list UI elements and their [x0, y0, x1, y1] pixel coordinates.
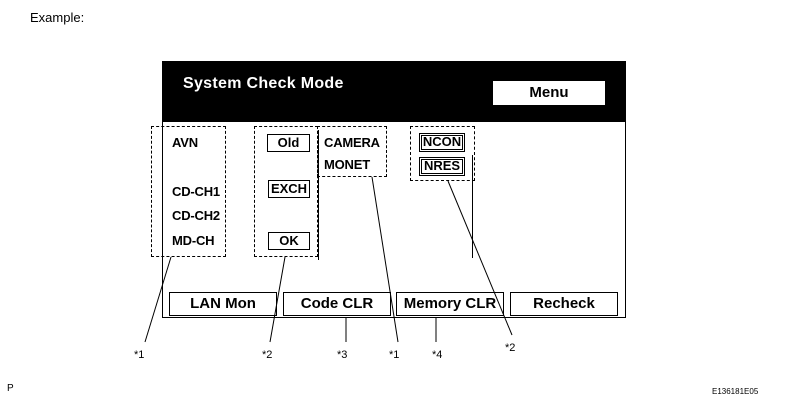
memory-clr-button[interactable]: Memory CLR [396, 292, 504, 316]
callout-frame-3 [317, 126, 387, 177]
callout-frame-2 [254, 126, 318, 257]
callout-frame-4 [410, 126, 475, 181]
menu-button[interactable]: Menu [493, 81, 605, 105]
callout-label: *4 [432, 349, 443, 361]
callout-label: *1 [389, 349, 400, 361]
nres-button[interactable]: NRES [419, 157, 465, 176]
corner-mark-left: P [7, 383, 14, 394]
callout-label: *2 [262, 349, 273, 361]
callout-label: *2 [505, 342, 516, 354]
title-bar: System Check Mode Menu [163, 62, 625, 122]
lan-mon-button[interactable]: LAN Mon [169, 292, 277, 316]
monet-label: MONET [324, 157, 370, 172]
callout-frame-1 [151, 126, 226, 257]
recheck-button[interactable]: Recheck [510, 292, 618, 316]
ncon-button[interactable]: NCON [419, 133, 465, 152]
callout-label: *1 [134, 349, 145, 361]
md-ch-label: MD-CH [172, 233, 215, 248]
cd-ch1-label: CD-CH1 [172, 184, 220, 199]
example-caption: Example: [30, 10, 85, 25]
right-divider [472, 155, 473, 258]
callout-label: *3 [337, 349, 348, 361]
old-button[interactable]: Old [267, 134, 310, 152]
column-divider [318, 130, 319, 260]
cd-ch2-label: CD-CH2 [172, 208, 220, 223]
exch-button[interactable]: EXCH [268, 180, 310, 198]
screen-title: System Check Mode [183, 75, 344, 92]
avn-label: AVN [172, 135, 198, 150]
ok-button[interactable]: OK [268, 232, 310, 250]
camera-label: CAMERA [324, 135, 380, 150]
system-check-screen: System Check Mode Menu AVN CD-CH1 CD-CH2… [162, 61, 626, 318]
figure-code: E136181E05 [712, 387, 759, 396]
code-clr-button[interactable]: Code CLR [283, 292, 391, 316]
